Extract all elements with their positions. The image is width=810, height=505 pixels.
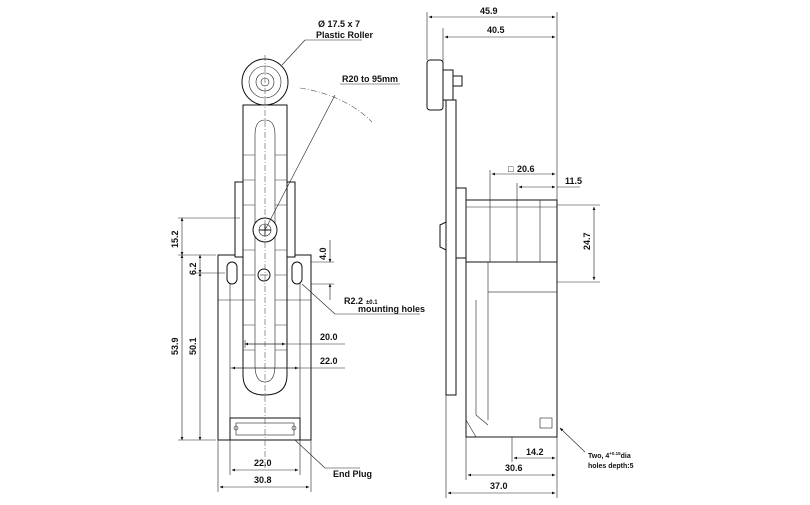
lever-radius-arc [299,87,373,123]
holes-label-b: dia [621,453,631,460]
side-view [426,59,558,438]
dim-20-6-box: □ [508,164,514,174]
hole-radius-label: R2.2 [344,296,363,306]
radius-label: R20 to 95mm [342,74,398,84]
dim-20-6: 20.6 [517,164,535,174]
mounting-holes-label: mounting holes [358,304,425,314]
dim-22-0-upper: 22.0 [320,356,338,366]
holes-label-sup: +0.15 [609,451,621,456]
roller-spec-label: Ø 17.5 x 7 [318,19,360,29]
svg-text:Two, 4+0.15dia: Two, 4+0.15dia [588,451,631,460]
front-dimensions: 15.2 6.2 53.9 50.1 4.0 20.0 22.0 22.0 [170,217,345,492]
dim-14-2: 14.2 [526,447,544,457]
holes-label-a: Two, 4 [588,453,609,460]
dim-40-5: 40.5 [487,25,505,35]
hole-tolerance-label: ±0.1 [366,300,378,306]
dim-24-7: 24.7 [582,232,592,250]
dim-45-9: 45.9 [480,6,498,16]
front-view [217,55,373,470]
mounting-hole-left [226,261,238,285]
front-callouts: Ø 17.5 x 7 Plastic Roller R20 to 95mm R2… [281,19,425,479]
dim-50-1: 50.1 [188,337,198,355]
dim-4-0: 4.0 [318,247,328,260]
dim-6-2: 6.2 [188,262,198,275]
side-body [465,261,558,438]
dim-30-8: 30.8 [254,475,272,485]
dim-15-2: 15.2 [170,230,180,248]
end-plug-label: End Plug [333,469,372,479]
side-callouts: Two, 4+0.15dia holes depth:5 [559,427,634,470]
holes-depth-label: holes depth:5 [588,463,634,470]
dim-30-6: 30.6 [505,463,523,473]
lever-ribs [243,154,287,351]
side-dimensions: 45.9 40.5 □ 20.6 11.5 24.7 14.2 30.6 37.… [426,6,600,498]
side-head [455,187,467,259]
dim-37-0: 37.0 [490,481,508,491]
dim-53-9: 53.9 [170,337,180,355]
side-lever-plate [445,99,457,396]
roller-name-label: Plastic Roller [316,30,374,40]
dim-11-5: 11.5 [565,176,582,186]
dim-20-0: 20.0 [320,332,338,342]
dim-22-0-lower: 22.0 [254,458,272,468]
mounting-hole-right [291,261,303,285]
side-head-block [465,199,558,263]
side-roller [426,59,444,111]
